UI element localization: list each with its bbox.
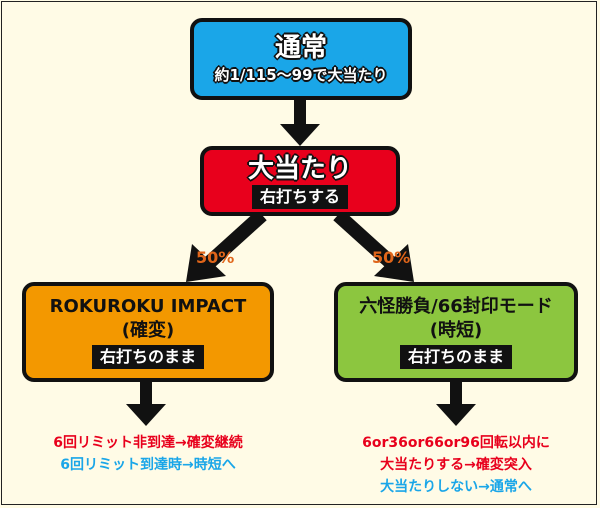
arrow-hit-to-left xyxy=(186,209,267,282)
left-box-tag: 右打ちのまま xyxy=(91,345,204,369)
right-note-2: 大当たりする→確変突入 xyxy=(380,457,532,473)
right-note-1: 6or36or66or96回転以内に xyxy=(362,435,550,451)
arrow-right-to-notes xyxy=(436,380,476,426)
left-box-subtitle: (確変) xyxy=(121,320,175,341)
right-box-subtitle: (時短) xyxy=(429,320,483,341)
arrow-hit-to-right xyxy=(333,209,414,282)
left-box-title: ROKUROKU IMPACT xyxy=(49,296,247,317)
right-box-title: 六怪勝負/66封印モード xyxy=(359,296,553,317)
arrow-left-to-notes xyxy=(126,380,166,426)
arrow-normal-to-hit xyxy=(280,100,320,146)
right-percent: 50% xyxy=(372,248,411,267)
left-note-1: 6回リミット非到達→確変継続 xyxy=(53,435,243,451)
normal-subtitle: 約1/115〜99で大当たり xyxy=(214,66,388,84)
right-box-tag: 右打ちのまま xyxy=(399,345,512,369)
normal-title: 通常 xyxy=(274,33,327,63)
hit-box: 大当たり 右打ちする xyxy=(200,146,400,216)
left-note-2: 6回リミット到達時→時短へ xyxy=(60,457,236,473)
left-percent: 50% xyxy=(196,248,235,267)
hit-tag: 右打ちする xyxy=(251,185,348,209)
rokuroku-impact-box: ROKUROKU IMPACT (確変) 右打ちのまま xyxy=(22,282,274,382)
right-note-3: 大当たりしない→通常へ xyxy=(380,479,532,495)
rokkai-shoubu-box: 六怪勝負/66封印モード (時短) 右打ちのまま xyxy=(334,282,578,382)
normal-box: 通常 約1/115〜99で大当たり xyxy=(190,18,412,100)
hit-title: 大当たり xyxy=(247,154,352,184)
